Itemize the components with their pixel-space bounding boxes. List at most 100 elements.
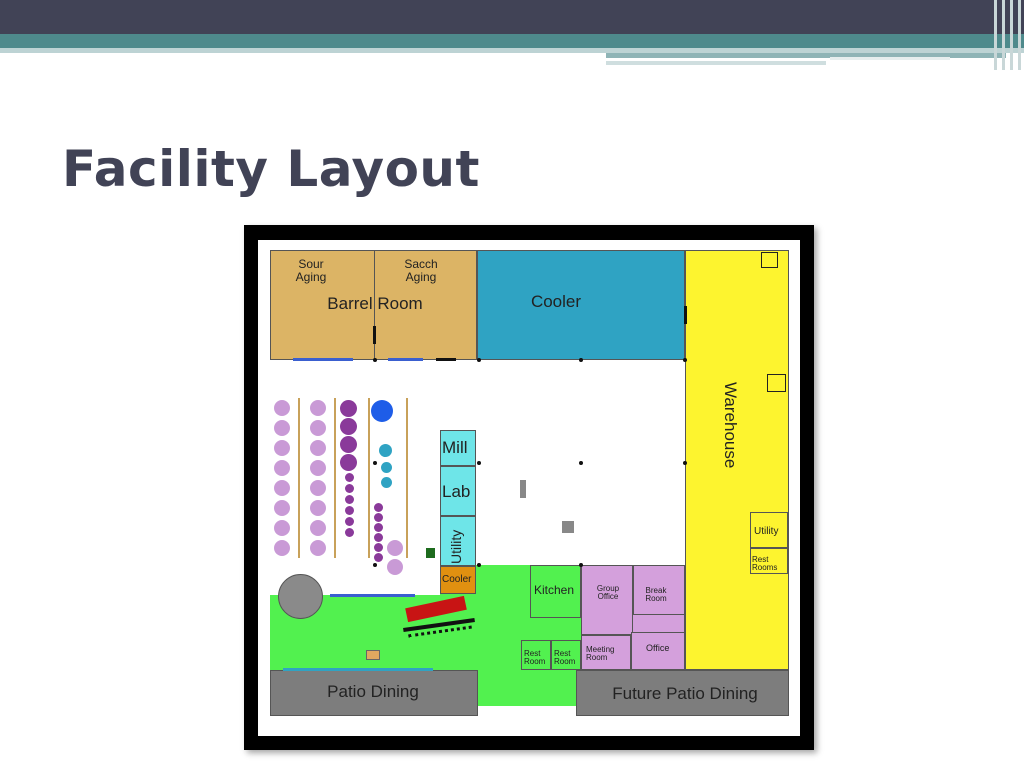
tank-rail [368, 398, 370, 558]
window [283, 668, 433, 671]
tank [274, 440, 290, 456]
tank [274, 520, 290, 536]
office [631, 632, 685, 670]
patio-dining-label: Patio Dining [327, 682, 419, 701]
header-teal-band [0, 34, 1024, 48]
tank [310, 540, 326, 556]
door [684, 306, 687, 324]
tank [340, 454, 357, 471]
mill-room [440, 430, 476, 466]
sacch-aging-label: Sacch Aging [404, 257, 438, 284]
tank [381, 462, 392, 473]
tank [374, 523, 383, 532]
meeting-room [581, 635, 631, 670]
table-marker [366, 650, 380, 660]
header-accent-bar [606, 53, 1006, 58]
small-cooler-label: Cooler [442, 574, 472, 585]
cooler-room [477, 250, 685, 360]
rest-room-1-label: Rest Room [524, 649, 546, 666]
utility-room [440, 516, 476, 566]
tank [310, 400, 326, 416]
lab-room [440, 466, 476, 516]
small-cooler-room [440, 566, 476, 594]
break-room [633, 565, 685, 615]
tank [374, 553, 383, 562]
green-corridor [478, 670, 576, 706]
barrel-room-label: Barrel Room [327, 294, 423, 313]
tank [310, 500, 326, 516]
equipment-marker [562, 521, 574, 533]
warehouse-rest-rooms-label: Rest Rooms [752, 555, 778, 572]
tank [345, 517, 354, 526]
kitchen [530, 565, 581, 618]
tank [345, 506, 354, 515]
tank [274, 460, 290, 476]
cooler-label: Cooler [530, 292, 582, 311]
column-pin [373, 358, 377, 362]
tank [340, 418, 357, 435]
column-pin [683, 358, 687, 362]
column-pin [373, 563, 377, 567]
tank [387, 559, 403, 575]
tank-rail [334, 398, 336, 558]
patio-dining [270, 670, 478, 716]
tank [310, 480, 326, 496]
meeting-room-label: Meeting Room [586, 645, 615, 662]
barrel-room-divider [374, 250, 375, 360]
kitchen-label: Kitchen [534, 583, 575, 597]
tank-rail [298, 398, 300, 558]
rest-room-2-label: Rest Room [554, 649, 576, 666]
tank [340, 436, 357, 453]
tank [274, 480, 290, 496]
tank [274, 500, 290, 516]
header-stripe [1010, 0, 1013, 70]
mill-label: Mill [442, 438, 468, 457]
header-accent-bar [830, 57, 950, 60]
tank [379, 444, 392, 457]
office-label: Office [646, 643, 670, 653]
tank [381, 477, 392, 488]
column-pin [579, 461, 583, 465]
tank [310, 460, 326, 476]
header-accent-bar [606, 61, 826, 65]
warehouse [685, 250, 789, 670]
tank [374, 513, 383, 522]
window [388, 358, 423, 361]
sour-aging-label: Sour Aging [295, 257, 327, 284]
tank-rail [406, 398, 408, 558]
header-stripe [1002, 0, 1005, 70]
equipment-marker [426, 548, 435, 558]
door [436, 358, 456, 361]
tank [374, 543, 383, 552]
tank [374, 503, 383, 512]
tank [310, 420, 326, 436]
future-patio-dining [576, 670, 789, 716]
floor-plan: Sour Aging Sacch Aging Barrel Room Coole… [258, 240, 800, 736]
column-pin [373, 461, 377, 465]
break-room-label: Break Room [645, 586, 667, 603]
column-pin [683, 461, 687, 465]
door [373, 326, 376, 344]
tank [310, 520, 326, 536]
tank [374, 533, 383, 542]
tank [274, 420, 290, 436]
warehouse-label: Warehouse [721, 382, 740, 469]
group-office-label: Group Office [596, 584, 620, 601]
rest-room-2 [551, 640, 581, 670]
tank [345, 495, 354, 504]
window [330, 594, 415, 597]
lab-label: Lab [442, 482, 471, 501]
window [293, 358, 353, 361]
tank [310, 440, 326, 456]
column-pin [477, 461, 481, 465]
brew-kettle [371, 400, 393, 422]
future-patio-dining-label: Future Patio Dining [612, 684, 758, 703]
header-dark-band [0, 0, 1024, 34]
column-pin [477, 563, 481, 567]
tank [345, 528, 354, 537]
warehouse-square [767, 374, 786, 392]
tank [274, 540, 290, 556]
warehouse-square [761, 252, 778, 268]
warehouse-utility [750, 512, 788, 548]
column-pin [477, 358, 481, 362]
